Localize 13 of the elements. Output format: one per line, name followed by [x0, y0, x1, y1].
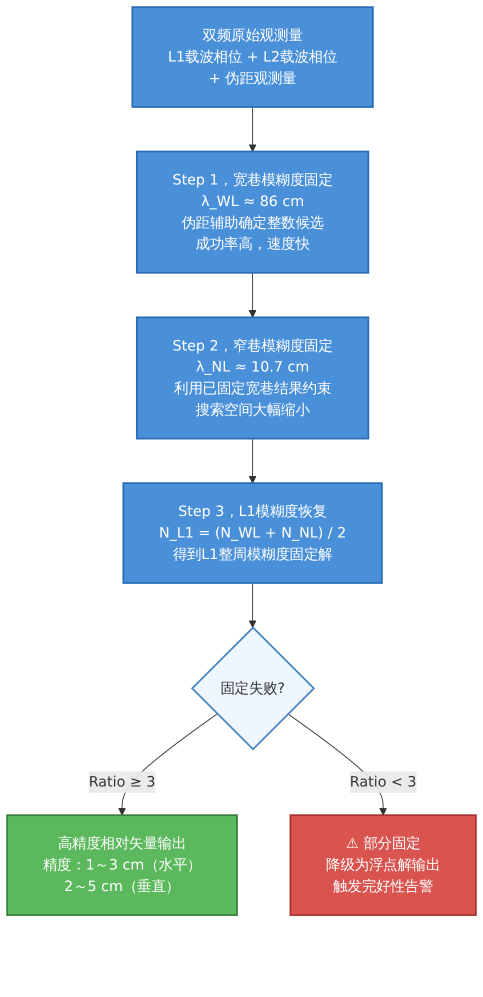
- arrow: [248, 582, 257, 628]
- process-box: ⚠ 部分固定 降级为浮点解输出 触发完好性告警: [290, 814, 477, 916]
- process-box: 高精度相对矢量输出 精度：1～3 cm（水平） 2～5 cm（垂直）: [6, 814, 238, 916]
- process-box: Step 1，宽巷模糊度固定 λ_WL ≈ 86 cm 伪距辅助确定整数候选 成功率高，速度快: [136, 150, 370, 274]
- process-box: 双频原始观测量 L1载波相位 + L2载波相位 + 伪距观测量: [131, 6, 374, 108]
- edge-label: Ratio ≥ 3: [88, 773, 156, 790]
- process-box: Step 2，窄巷模糊度固定 λ_NL ≈ 10.7 cm 利用已固定宽巷结果约束 搜索空间大幅缩小: [136, 316, 370, 440]
- process-box: Step 3，L1模糊度恢复 N_L1 = (N_WL + N_NL) / 2 得到L1整周模糊度固定解: [122, 482, 383, 584]
- decision-diamond: 固定失败?: [190, 626, 316, 750]
- arrow: [248, 272, 257, 318]
- edge-label: Ratio < 3: [350, 773, 417, 790]
- arrow: [248, 438, 257, 484]
- arrow: [248, 106, 257, 152]
